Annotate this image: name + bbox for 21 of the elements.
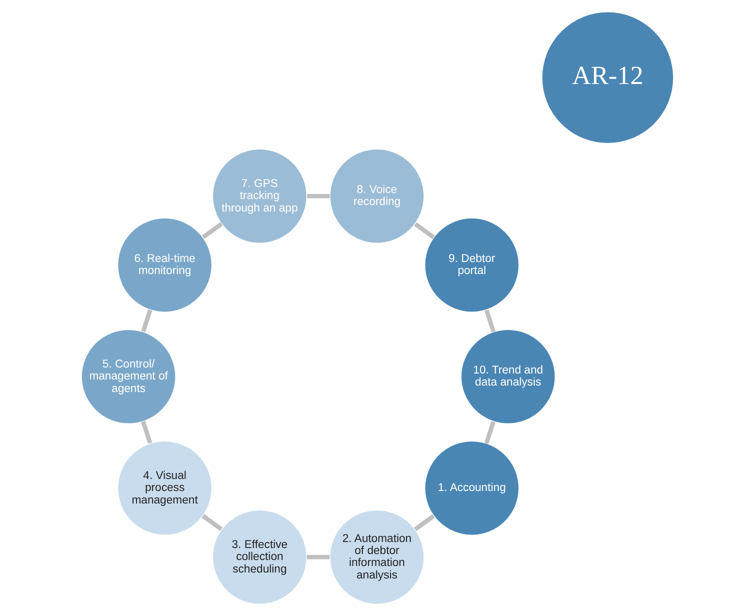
connector (140, 420, 152, 444)
connector (413, 514, 434, 532)
node-circle: 8. Voice recording (328, 148, 424, 244)
node-circle: 3. Effective collection scheduling (212, 510, 307, 605)
node-circle: 6. Real-time monitoring (116, 218, 212, 313)
node-circle: 2. Automation of debtor information analysis (328, 510, 424, 605)
connector (484, 421, 496, 444)
connector (306, 194, 330, 198)
node-circle: AR-12 (540, 11, 674, 144)
node-circle: 1. Accounting (424, 440, 519, 536)
node-circle: 4. Visual process management (116, 440, 212, 536)
connector (306, 554, 330, 560)
connector (414, 222, 434, 240)
node-circle: 5. Control/ management of agents (80, 329, 176, 424)
connector (201, 514, 222, 532)
node-circle: 10. Trend and data analysis (460, 329, 556, 424)
connector (140, 309, 152, 332)
connector (201, 222, 222, 239)
connector (484, 309, 496, 332)
node-circle: 7. GPS tracking through an app (212, 148, 307, 244)
node-circle: 9. Debtor portal (424, 218, 519, 313)
